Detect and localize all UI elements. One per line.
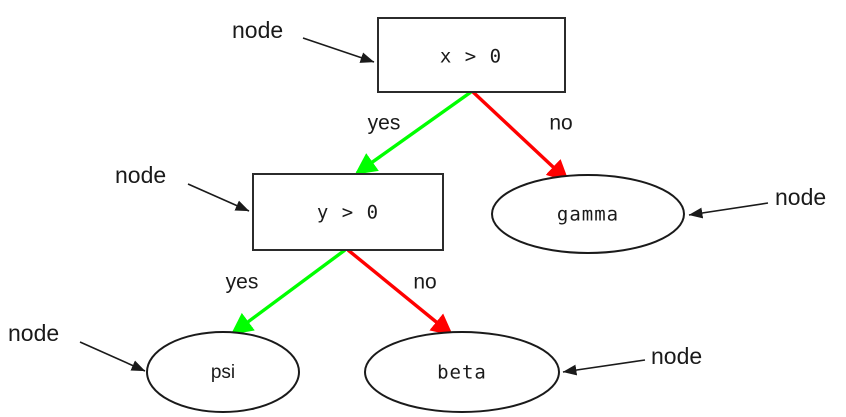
callout-split2-label: node [115, 162, 166, 188]
edge-split2-no-line [346, 248, 454, 336]
node-psi[interactable]: psi [146, 331, 300, 413]
edge-split2-yes [230, 248, 347, 335]
callout-gamma-label: node [775, 184, 826, 210]
edge-root-no-line [471, 90, 569, 182]
node-psi-label: psi [211, 362, 235, 383]
node-split2-label: y > 0 [317, 202, 379, 224]
callout-beta: node [562, 343, 702, 376]
callout-psi-label: node [8, 320, 59, 346]
node-root-label: x > 0 [440, 46, 502, 68]
node-beta[interactable]: beta [364, 331, 560, 413]
edge-root-yes-line [354, 90, 472, 175]
edge-label-split2-no: no [413, 271, 436, 294]
edge-label-root-no: no [549, 112, 572, 135]
node-split2-box[interactable] [252, 173, 444, 251]
callout-gamma-leader [688, 202, 769, 219]
edge-label-split2-yes: yes [226, 271, 259, 294]
edge-split2-yes-line [230, 248, 347, 335]
callout-split2: node [115, 162, 250, 212]
edge-root-yes [354, 90, 472, 175]
node-root-box[interactable] [377, 17, 566, 93]
callout-gamma: node [688, 184, 826, 219]
node-beta-label: beta [437, 362, 487, 384]
callout-root: node [232, 17, 375, 63]
node-split2[interactable]: y > 0 [252, 173, 444, 251]
node-gamma[interactable]: gamma [491, 174, 685, 254]
callout-root-label: node [232, 17, 283, 43]
node-psi-ellipse[interactable] [146, 331, 300, 413]
callout-psi-leader [79, 341, 146, 372]
node-root[interactable]: x > 0 [377, 17, 566, 93]
edge-label-root-yes: yes [368, 112, 401, 135]
callout-psi: node [8, 320, 146, 372]
callout-root-leader [302, 37, 375, 63]
edge-root-no [471, 90, 569, 182]
callout-split2-leader [187, 183, 250, 212]
node-gamma-ellipse[interactable] [491, 174, 685, 254]
node-beta-ellipse[interactable] [364, 331, 560, 413]
edge-split2-no [346, 248, 454, 336]
callout-beta-leader [562, 359, 646, 376]
callout-beta-label: node [651, 343, 702, 369]
node-gamma-label: gamma [557, 204, 619, 226]
